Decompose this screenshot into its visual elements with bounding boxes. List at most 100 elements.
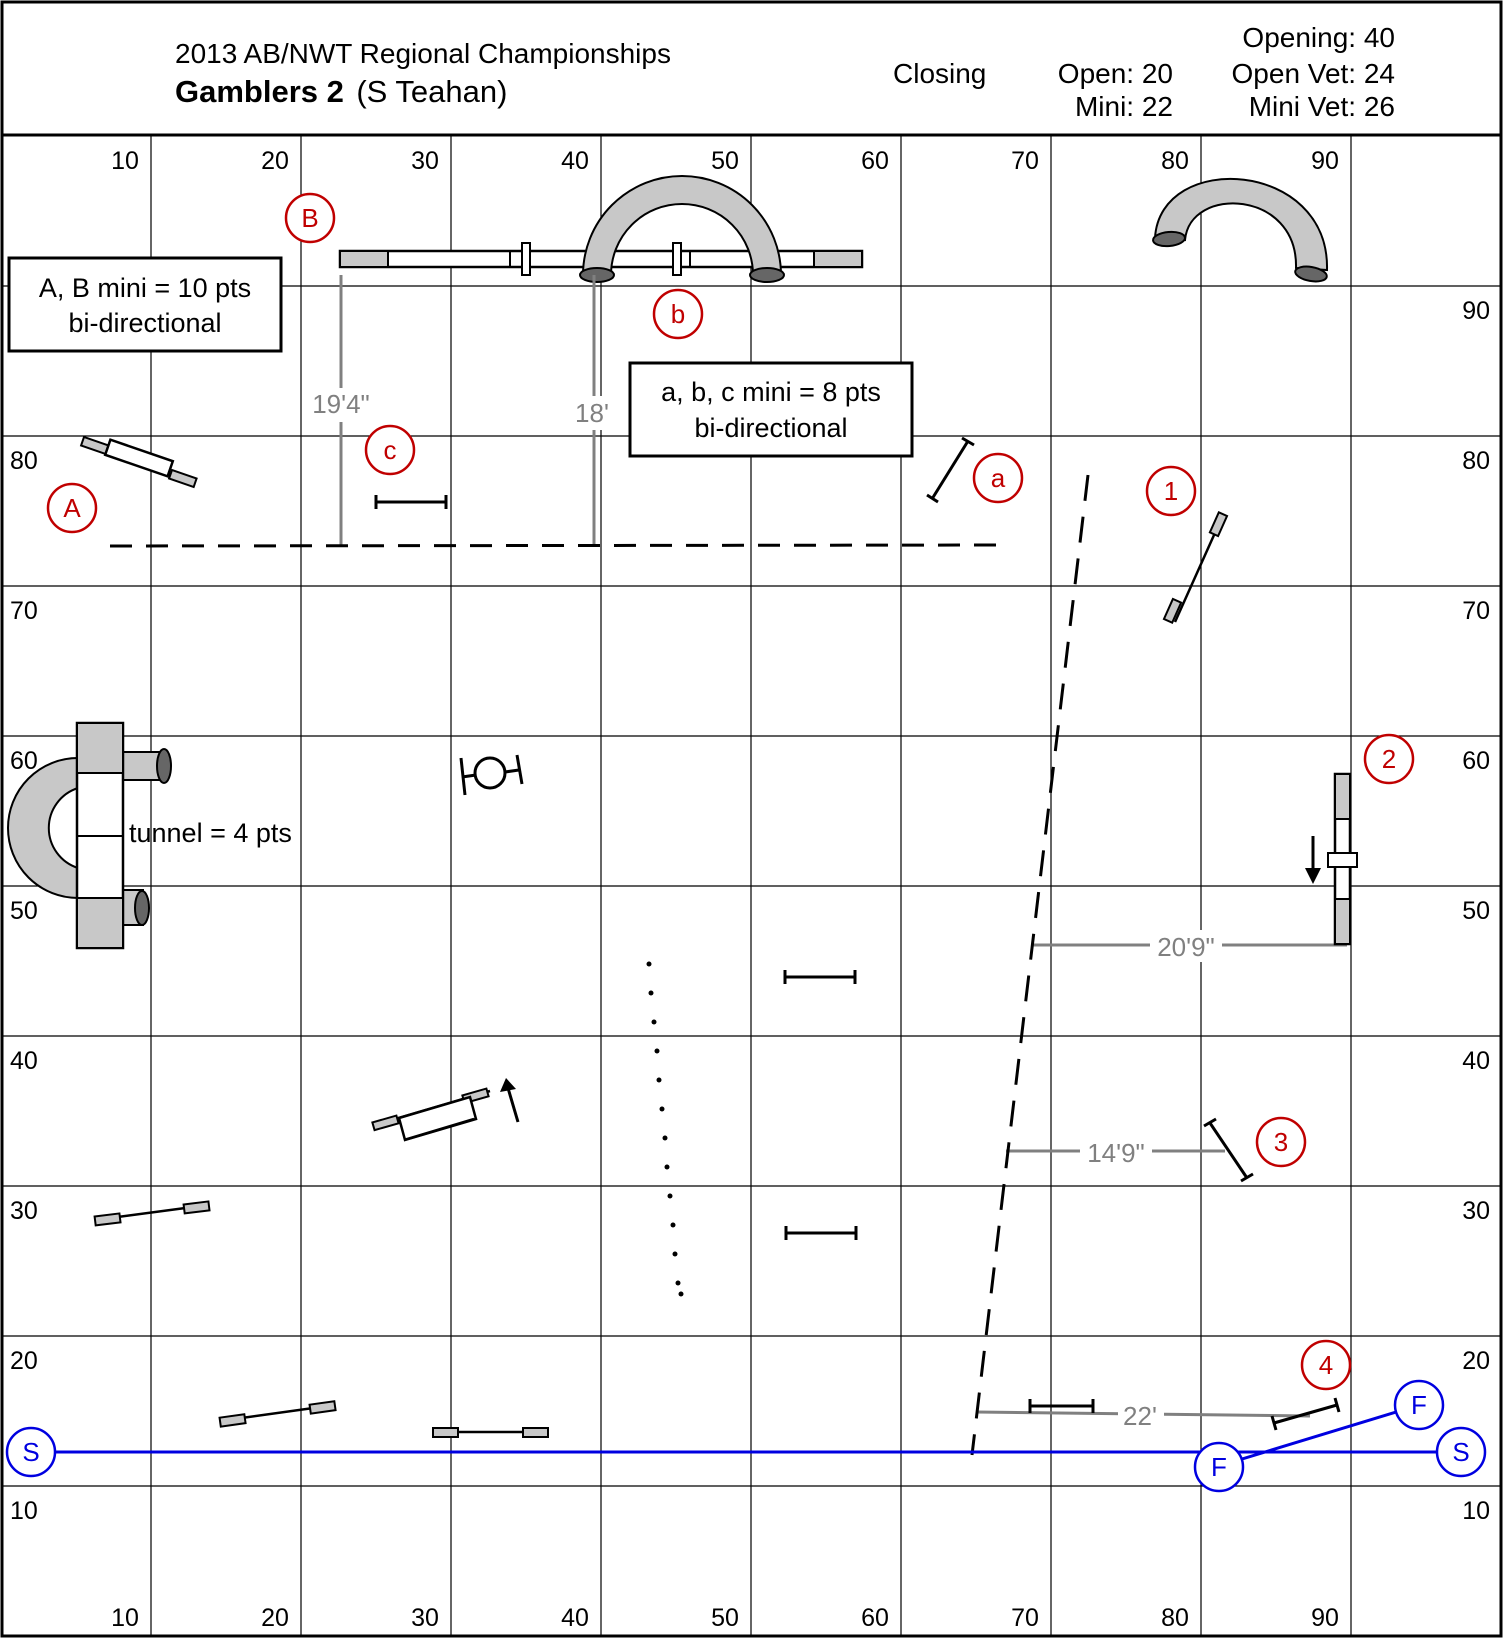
finish-line-diagonal (1218, 1403, 1420, 1468)
y-label: 60 (10, 747, 38, 775)
tunnel-obstacle-left (7, 721, 172, 950)
measure-20ft9: 20'9" (1157, 932, 1215, 962)
marker-c: c (364, 424, 416, 476)
jump-A (79, 435, 198, 489)
y-label: 40 (10, 1047, 38, 1075)
x-label: 70 (1011, 1604, 1039, 1632)
jump-left-17 (218, 1400, 337, 1428)
bottom-axis: 10 20 30 40 50 60 70 80 90 (111, 1604, 1339, 1632)
jump-a (926, 436, 975, 504)
x-label: 50 (711, 1604, 739, 1632)
x-label: 20 (261, 147, 289, 175)
ab-points-note: A, B mini = 10 pts bi-directional (7, 256, 283, 353)
abc-points-note: a, b, c mini = 8 pts bi-directional (628, 361, 914, 458)
x-label: 60 (861, 1604, 889, 1632)
x-label: 90 (1311, 1604, 1339, 1632)
start-label: S (22, 1437, 39, 1467)
aframe-obstacle (1305, 772, 1358, 946)
marker-2-label: 2 (1382, 744, 1396, 774)
ab-note-line1: A, B mini = 10 pts (39, 273, 251, 303)
marker-3: 3 (1255, 1116, 1307, 1168)
measure-18ft: 18' (575, 398, 609, 428)
double-jump-obstacle (371, 1078, 520, 1142)
y-label: 80 (1462, 447, 1490, 475)
tire-obstacle (459, 754, 524, 796)
finish-marker-lower: F (1193, 1441, 1245, 1493)
marker-a: a (972, 452, 1024, 504)
x-label: 10 (111, 1604, 139, 1632)
start-marker-left: S (5, 1426, 57, 1478)
open-vet-time: Open Vet: 24 (1232, 58, 1395, 89)
marker-c-label: c (384, 435, 397, 465)
y-label: 70 (10, 597, 38, 625)
finish-label: F (1411, 1390, 1427, 1420)
y-label: 20 (10, 1347, 38, 1375)
marker-A-label: A (63, 493, 81, 523)
y-label: 70 (1462, 597, 1490, 625)
y-label: 40 (1462, 1047, 1490, 1075)
left-axis: 80 70 60 50 40 30 20 10 (10, 447, 38, 1525)
y-label: 80 (10, 447, 38, 475)
x-label: 30 (411, 147, 439, 175)
x-label: 30 (411, 1604, 439, 1632)
jump-4 (1270, 1397, 1341, 1431)
tunnel-points-note: tunnel = 4 pts (129, 818, 292, 848)
start-label: S (1452, 1437, 1469, 1467)
x-label: 80 (1161, 147, 1189, 175)
x-label: 40 (561, 147, 589, 175)
y-label: 10 (10, 1497, 38, 1525)
y-label: 20 (1462, 1347, 1490, 1375)
closing-label: Closing (893, 58, 986, 89)
marker-B-label: B (301, 203, 318, 233)
marker-a-label: a (991, 463, 1006, 493)
marker-A: A (46, 482, 98, 534)
measure-14ft9: 14'9" (1087, 1138, 1145, 1168)
class-name: Gamblers 2 (175, 74, 344, 109)
marker-2: 2 (1363, 733, 1415, 785)
marker-1: 1 (1145, 465, 1197, 517)
gamble-line-horizontal (109, 543, 1009, 548)
y-label: 50 (10, 897, 38, 925)
measure-19ft4: 19'4" (312, 389, 370, 419)
y-label: 30 (1462, 1197, 1490, 1225)
y-label: 30 (10, 1197, 38, 1225)
ab-note-line2: bi-directional (68, 308, 221, 338)
x-label: 10 (111, 147, 139, 175)
jump-left-30 (93, 1200, 211, 1227)
tunnel-obstacle-right (1152, 177, 1329, 283)
abc-note-line1: a, b, c mini = 8 pts (661, 377, 881, 407)
closing-mini: Mini: 22 (1075, 91, 1173, 122)
measure-22ft: 22' (1123, 1401, 1157, 1431)
gamble-line (970, 474, 1090, 1456)
marker-3-label: 3 (1274, 1127, 1288, 1157)
jump-mid-upper (783, 970, 857, 984)
x-label: 70 (1011, 147, 1039, 175)
event-title: 2013 AB/NWT Regional Championships (175, 38, 671, 69)
x-label: 20 (261, 1604, 289, 1632)
finish-marker-upper: F (1393, 1379, 1445, 1431)
judge-name: (S Teahan) (356, 74, 507, 109)
right-axis: 90 80 70 60 50 40 30 20 10 (1462, 297, 1490, 1525)
x-label: 90 (1311, 147, 1339, 175)
x-label: 40 (561, 1604, 589, 1632)
top-axis: 10 20 30 40 50 60 70 80 90 (111, 147, 1339, 175)
jump-3 (1203, 1117, 1254, 1183)
marker-4: 4 (1300, 1339, 1352, 1391)
tunnel-obstacle-top (579, 175, 785, 283)
jump-1 (1162, 511, 1229, 624)
opening-time: Opening: 40 (1242, 22, 1395, 53)
closing-open: Open: 20 (1058, 58, 1173, 89)
y-label: 60 (1462, 747, 1490, 775)
marker-B: B (284, 192, 336, 244)
marker-1-label: 1 (1164, 476, 1178, 506)
x-label: 60 (861, 147, 889, 175)
jump-mid-lower (784, 1226, 858, 1240)
class-title: Gamblers 2 (S Teahan) (175, 74, 507, 109)
mini-vet-time: Mini Vet: 26 (1249, 91, 1395, 122)
jump-bottom-right (1028, 1399, 1095, 1413)
y-label: 50 (1462, 897, 1490, 925)
x-label: 80 (1161, 1604, 1189, 1632)
weave-poles (646, 961, 684, 1297)
marker-b-label: b (671, 299, 685, 329)
